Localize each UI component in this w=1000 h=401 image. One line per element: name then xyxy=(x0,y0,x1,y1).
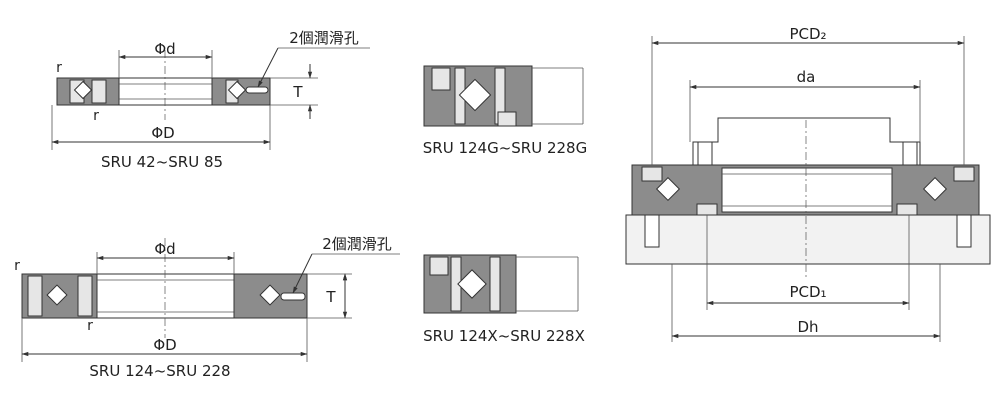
caption-sru-124x-228x: SRU 124X~SRU 228X xyxy=(423,327,585,345)
left-spacer xyxy=(91,79,107,104)
bearing-bore xyxy=(721,167,893,213)
pcd2-label: PCD₂ xyxy=(789,25,826,43)
diagram-sru-124-228: Φd ΦD T 2個潤滑孔 r r SRU 124~SRU 228 xyxy=(14,235,400,380)
lube-hole-label: 2個潤滑孔 xyxy=(289,29,359,47)
right-roller xyxy=(227,80,247,100)
radius-label-bottom: r xyxy=(87,318,93,334)
roller xyxy=(457,269,487,299)
radius-label-bottom: r xyxy=(93,108,99,124)
lower-bolt-left xyxy=(644,214,660,248)
bolt-head xyxy=(431,67,451,91)
height-label: T xyxy=(292,83,303,101)
upper-bolt-right xyxy=(902,141,918,166)
roller xyxy=(458,78,492,112)
radius-label-top: r xyxy=(56,60,62,76)
upper-bolt-left xyxy=(697,141,713,166)
diagram-sru-42-85: Φd ΦD T 2個潤滑孔 r r SRU 42~SRU 85 xyxy=(51,29,370,171)
caption-sru-42-85: SRU 42~SRU 85 xyxy=(101,153,223,171)
pcd1-label: PCD₁ xyxy=(789,283,826,301)
lube-hole xyxy=(245,86,269,94)
height-label: T xyxy=(325,288,336,306)
bore-opening xyxy=(96,273,235,319)
da-label: da xyxy=(797,68,816,86)
left-roller xyxy=(46,284,68,306)
left-roller xyxy=(73,80,93,100)
diagram-sru-124g-228g: SRU 124G~SRU 228G xyxy=(423,65,587,157)
bolt-head xyxy=(429,256,449,276)
lower-bolt-right xyxy=(956,214,972,248)
diagram-sru-124x-228x: SRU 124X~SRU 228X xyxy=(423,254,585,345)
caption-sru-124-228: SRU 124~SRU 228 xyxy=(89,362,230,380)
lube-hole-label: 2個潤滑孔 xyxy=(322,235,392,253)
left-roller xyxy=(655,176,681,202)
bore-opening xyxy=(118,77,213,106)
right-roller xyxy=(922,176,948,202)
base-plate xyxy=(625,214,991,265)
outer-diameter-label: ΦD xyxy=(151,124,174,142)
dh-label: Dh xyxy=(797,318,818,336)
right-roller xyxy=(259,284,281,306)
lube-hole xyxy=(280,292,306,301)
inner-diameter-label: Φd xyxy=(154,40,175,58)
radius-label-top: r xyxy=(14,258,20,274)
upper-housing xyxy=(692,117,921,166)
mounting-diagram: PCD₂ da PCD₁ Dh xyxy=(625,25,991,342)
inner-diameter-label: Φd xyxy=(154,240,175,258)
caption-sru-124g-228g: SRU 124G~SRU 228G xyxy=(423,139,587,157)
outer-diameter-label: ΦD xyxy=(153,336,176,354)
